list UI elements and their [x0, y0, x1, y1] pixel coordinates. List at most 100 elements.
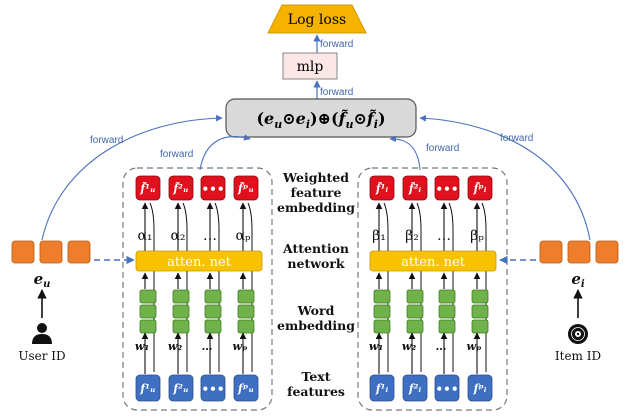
left-weight-label: wₚ [233, 340, 248, 353]
left-weight-label: w₁ [135, 340, 149, 353]
user-id-label: User ID [18, 349, 65, 363]
left-atten-net-label: atten. net [167, 255, 232, 270]
right-text-feature-box [467, 374, 493, 402]
left-word-embedding-cell [237, 289, 255, 304]
left-text-feature-label: ••• [201, 382, 224, 396]
right-weight-label: w₂ [402, 340, 416, 353]
svg-text:embedding: embedding [277, 318, 355, 333]
right-text-feature-box [402, 374, 428, 402]
right-weighted-feature-box [467, 175, 493, 201]
left-text-feature-box [200, 374, 226, 402]
right-word-embedding-cell [471, 304, 489, 319]
left-weighted-feature-box [135, 175, 161, 201]
user-attention-pipeline: f̃¹ᵤα₁w₁f¹ᵤf̃²ᵤα₂w₂f²ᵤ•••……•••f̃ᵖᵤαₚwₚfᵖ… [135, 175, 263, 402]
right-word-embedding-cell [438, 289, 456, 304]
left-word-embedding-cell [139, 289, 157, 304]
right-weight-label: wₚ [467, 340, 482, 353]
log-loss-label: Log loss [288, 12, 346, 28]
right-coef-label: βₚ [470, 228, 484, 244]
item-attention-pipeline: f̃¹ᵢβ₁w₁f¹ᵢf̃²ᵢβ₂w₂f²ᵢ•••……•••f̃ᵖᵢβₚwₚfᵖ… [369, 175, 497, 402]
left-word-embedding-cell [204, 304, 222, 319]
forward-label-eu: forward [90, 135, 123, 146]
left-text-feature-label: f¹ᵤ [139, 382, 155, 395]
arrow-ei-to-fusion [419, 115, 591, 241]
right-word-embedding-cell [438, 319, 456, 334]
right-text-feature-box [434, 374, 460, 402]
forward-label-left-group: forward [160, 149, 193, 160]
user-icon [32, 323, 52, 344]
left-text-feature-label: fᵖᵤ [237, 382, 254, 395]
svg-text:Attention: Attention [282, 241, 349, 256]
left-weighted-feature-box [200, 175, 226, 201]
right-word-embedding-cell [373, 289, 391, 304]
user-embedding [11, 240, 91, 264]
right-text-feature-label: f²ᵢ [408, 382, 422, 395]
left-weighted-feature-box [233, 175, 259, 201]
right-atten-net-label: atten. net [401, 255, 466, 270]
label-weighted-feature-embedding: Weighted feature embedding [277, 170, 355, 215]
svg-text:Weighted: Weighted [282, 170, 349, 185]
item-text-group [357, 167, 508, 411]
left-coef-label: α₂ [170, 228, 185, 244]
right-weighted-feature-box [434, 175, 460, 201]
fusion-node: (eu⊙ei)⊕(f̃u⊙f̃i) [225, 98, 417, 138]
forward-label-right-group: forward [426, 143, 459, 154]
right-text-feature-label: f¹ᵢ [375, 382, 389, 395]
user-embedding-symbol: eu [34, 270, 51, 290]
right-word-embedding-cell [373, 319, 391, 334]
right-word-embedding-cell [373, 304, 391, 319]
right-weighted-feature-label: f̃¹ᵢ [375, 182, 389, 195]
svg-text:network: network [287, 256, 344, 271]
right-weight-label: … [436, 340, 447, 353]
right-atten-net [369, 250, 497, 272]
right-feature-skip-line [448, 202, 454, 372]
svg-text:embedding: embedding [277, 200, 355, 215]
right-coef-label: β₁ [372, 228, 386, 244]
arrow-left-group-to-fusion [199, 134, 251, 171]
right-weighted-feature-label: f̃²ᵢ [408, 182, 422, 195]
svg-text:Text: Text [301, 369, 330, 384]
item-embedding-symbol: ei [571, 270, 585, 290]
fusion-formula: (eu⊙ei)⊕(f̃u⊙f̃i) [256, 109, 385, 131]
right-word-embedding-cell [406, 304, 424, 319]
user-text-group [122, 167, 273, 411]
arrow-eu-to-fusion [41, 114, 223, 241]
disc-icon [568, 324, 588, 344]
left-text-feature-box [233, 374, 259, 402]
svg-text:features: features [287, 384, 345, 399]
forward-label-loss: forward [320, 39, 353, 50]
left-weight-label: … [202, 340, 213, 353]
left-coef-label: … [203, 228, 217, 244]
right-coef-label: β₂ [405, 228, 419, 244]
left-text-feature-box [135, 374, 161, 402]
right-word-embedding-cell [471, 289, 489, 304]
left-word-embedding-cell [172, 289, 190, 304]
svg-text:feature: feature [291, 185, 342, 200]
item-id-label: Item ID [555, 349, 601, 363]
left-word-embedding-cell [204, 289, 222, 304]
right-weighted-feature-label: ••• [435, 182, 458, 196]
right-word-embedding-cell [438, 304, 456, 319]
right-word-embedding-cell [406, 289, 424, 304]
left-feature-skip-line [182, 202, 188, 372]
label-text-features: Text features [287, 369, 345, 399]
right-weighted-feature-box [369, 175, 395, 201]
left-weighted-feature-label: f̃¹ᵤ [139, 182, 155, 195]
left-word-embedding-cell [237, 319, 255, 334]
right-coef-label: … [437, 228, 451, 244]
left-word-embedding-cell [237, 304, 255, 319]
forward-label-mlp: forward [320, 87, 353, 98]
right-text-feature-label: ••• [435, 382, 458, 396]
item-embedding [539, 240, 619, 264]
left-feature-skip-line [214, 202, 220, 372]
left-text-feature-label: f²ᵤ [172, 382, 188, 395]
left-weighted-feature-label: f̃ᵖᵤ [237, 182, 254, 195]
right-word-embedding-cell [471, 319, 489, 334]
label-attention-network: Attention network [282, 241, 349, 271]
left-feature-skip-line [149, 202, 155, 372]
log-loss-node: Log loss [267, 4, 367, 34]
left-word-embedding-cell [172, 304, 190, 319]
left-text-feature-box [168, 374, 194, 402]
right-feature-skip-line [481, 202, 487, 372]
